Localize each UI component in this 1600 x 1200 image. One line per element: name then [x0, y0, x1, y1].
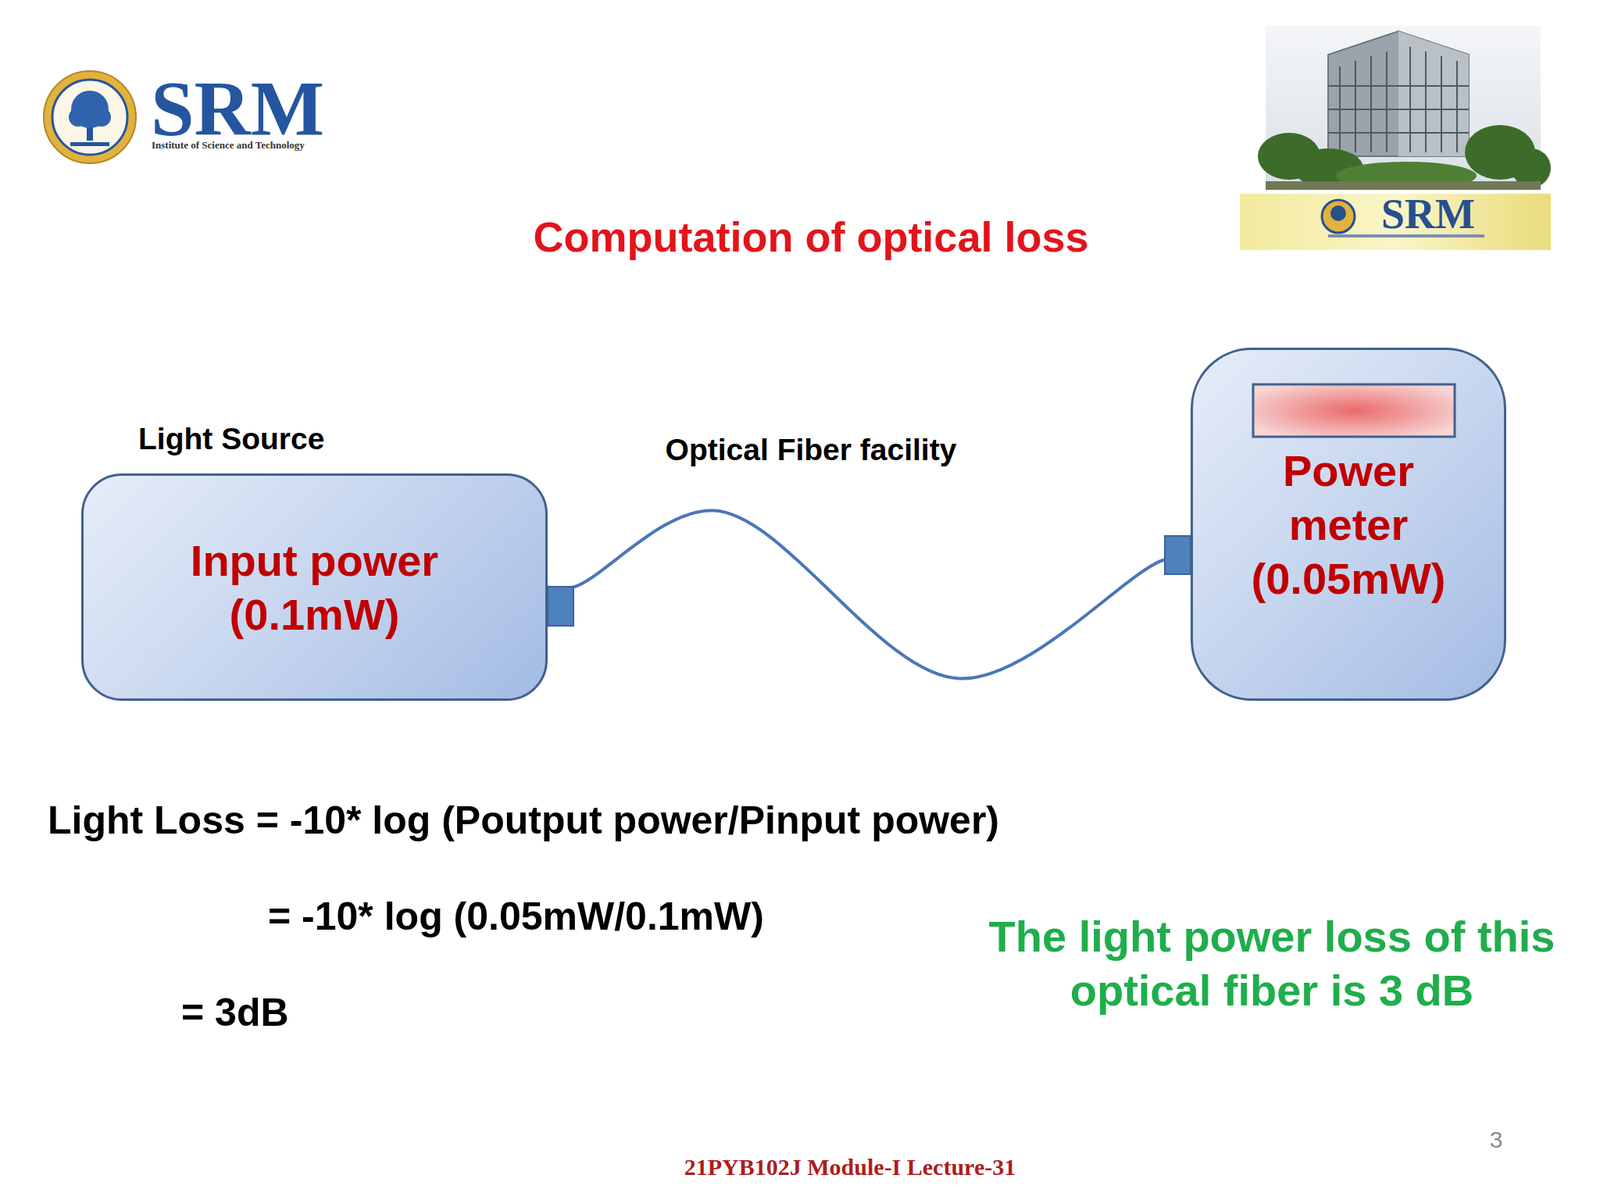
banner-emblem-tree	[1330, 205, 1347, 222]
box-label: Power meter (0.05mW)	[1231, 443, 1466, 606]
banner-emblem	[1321, 200, 1355, 233]
power-meter-box: Power meter (0.05mW)	[1190, 347, 1507, 701]
connector-port	[547, 586, 574, 626]
emblem-canopy	[68, 107, 88, 127]
building-windows	[1328, 46, 1469, 153]
slide-title: Computation of optical loss	[533, 212, 1090, 261]
banner-wordmark: SRM	[1381, 189, 1475, 239]
light-source-box: Light SourceInput power (0.1mW)	[81, 473, 548, 701]
formula-result: = 3dB	[181, 990, 290, 1036]
formula-line: Light Loss = -10* log (Poutput power/Pin…	[47, 798, 1000, 844]
result-note: The light power loss of this optical fib…	[975, 909, 1569, 1018]
emblem-canopy	[92, 107, 111, 127]
connector-port	[1164, 535, 1191, 575]
box-label: Input power (0.1mW)	[158, 533, 472, 642]
page-number: 3	[1489, 1126, 1504, 1154]
course-footer: 21PYB102J Module-I Lecture-31	[684, 1153, 1016, 1182]
photo-ground	[1265, 181, 1541, 190]
campus-photo	[1239, 25, 1551, 250]
connector-layer	[547, 510, 1191, 679]
optical-fiber-cable	[547, 510, 1191, 679]
building-side	[1398, 31, 1469, 157]
emblem-face	[52, 79, 128, 155]
connector-label: Optical Fiber facility	[665, 432, 958, 468]
emblem-rim	[43, 71, 136, 164]
photo-sky	[1265, 25, 1541, 190]
formula-line: = -10* log (0.05mW/0.1mW)	[267, 894, 765, 940]
building-facade	[1328, 31, 1469, 157]
emblem-trunk	[86, 117, 93, 141]
logo-subtitle: Institute of Science and Technology	[151, 139, 305, 152]
emblem-base	[70, 142, 110, 147]
srm-emblem	[43, 71, 136, 164]
photo-trees	[1257, 125, 1551, 190]
box-heading: Light Source	[138, 421, 325, 457]
emblem-canopy	[71, 90, 109, 129]
